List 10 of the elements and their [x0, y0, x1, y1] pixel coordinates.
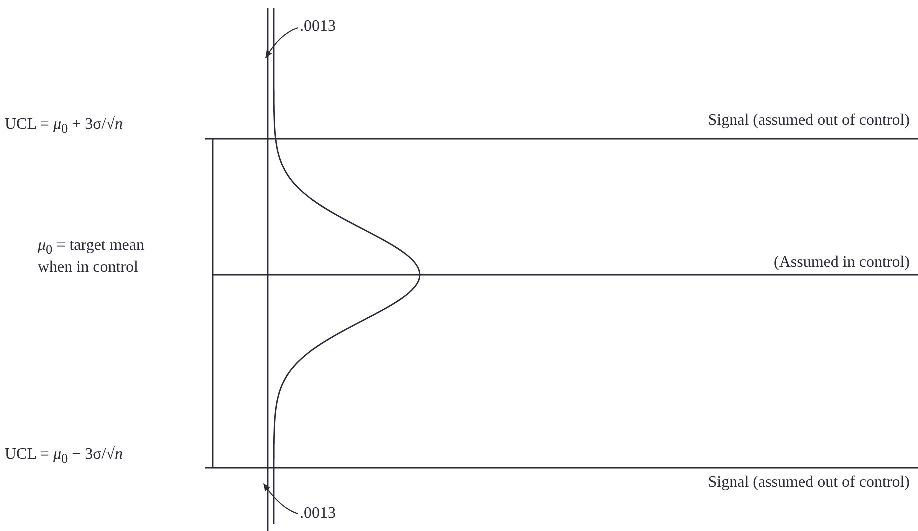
signal-note: Signal (assumed out of control)	[708, 112, 910, 130]
control-note: (Assumed in control)	[774, 254, 910, 272]
signal-note: Signal (assumed out of control)	[708, 474, 910, 492]
limit-formula: UCL = μ$_{0}$ − 3σ/√n	[5, 446, 124, 468]
leader-arrow	[264, 483, 298, 515]
center-line-note: μ$_{0}$ = target mean when in control	[38, 237, 146, 278]
probability-label: .0013	[300, 505, 336, 523]
limit-formula: UCL = μ$_{0}$ + 3σ/√n	[5, 116, 124, 138]
leader-arrow	[266, 27, 298, 59]
probability-label: .0013	[300, 18, 336, 36]
